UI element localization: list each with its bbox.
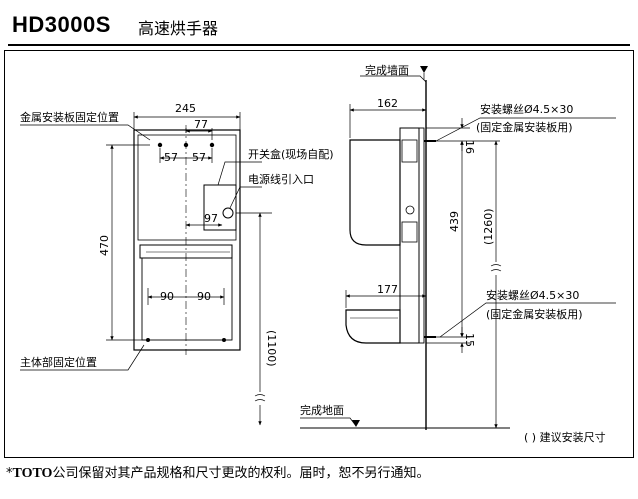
side-lower-tray: [345, 309, 401, 344]
front-view: 金属安装板固定位置 主体部固定位置 开关盒(现场自配) 电源线引入口 245 7…: [20, 102, 334, 426]
power-entry-hole: [222, 207, 234, 219]
dim-width-value: 245: [175, 102, 196, 115]
dim-hole-left-value: 57: [164, 151, 178, 164]
floor-label: 完成地面: [300, 403, 344, 417]
dim-plate-offset: [185, 128, 213, 140]
wall-marker: [420, 66, 428, 73]
title-rule: [8, 44, 630, 46]
leader-screw-bottom: [439, 302, 616, 338]
dim-total-height: [490, 140, 502, 429]
wall-label: 完成墙面: [365, 63, 409, 77]
footer-disclaimer: *TOTO公司保留对其产品规格和尺寸更改的权利。届时，恕不另行通知。: [6, 462, 429, 482]
leader-plate: [20, 124, 151, 141]
brand-name: TOTO: [12, 466, 53, 481]
product-name: 高速烘手器: [138, 19, 219, 38]
dim-floor-height: [236, 212, 272, 426]
leader-screw-top: [435, 117, 616, 142]
power-entry-label: 电源线引入口: [248, 172, 314, 186]
dim-bottom-offset: [426, 327, 470, 353]
side-box-lower: [401, 221, 418, 243]
footer-asterisk: *: [6, 466, 13, 481]
dim-bottom-offset-value: 15: [463, 333, 476, 347]
side-upper-body: [349, 139, 401, 246]
dim-hole-right-value: 57: [192, 151, 206, 164]
dim-width: [133, 112, 241, 130]
screw-bottom-sub: (固定金属安装板用): [486, 307, 583, 321]
floor-leader: [300, 417, 357, 427]
side-mount-plate: [418, 127, 425, 344]
mount-plate-holes: [157, 142, 215, 148]
screw-top-label: 安装螺丝Ø4.5×30: [480, 102, 573, 116]
dim-depth-bottom: [345, 290, 427, 308]
dim-fix-spacing-value: 439: [448, 211, 461, 232]
dim-plate-offset-value: 77: [194, 118, 208, 131]
side-box-upper: [401, 139, 418, 163]
body-fix-holes: [146, 338, 226, 342]
dim-depth-top: [349, 104, 427, 138]
dim-floor-height-value: (1100): [265, 330, 278, 367]
switch-box-label: 开关盒(现场自配): [248, 147, 334, 161]
screw-bottom-label: 安装螺丝Ø4.5×30: [486, 288, 579, 302]
title-bar: HD3000S 高速烘手器: [8, 10, 630, 46]
front-upper-unit: [137, 134, 237, 241]
dim-depth-top-value: 162: [377, 97, 398, 110]
switch-box: [203, 184, 237, 231]
leader-body-fix: [20, 344, 145, 371]
side-back-column: [399, 127, 420, 344]
dim-depth-bottom-value: 177: [377, 283, 398, 296]
screw-top-sub: (固定金属安装板用): [476, 120, 573, 134]
dim-total-height-value: (1260): [482, 208, 495, 245]
dim-slot: [147, 288, 225, 305]
dim-slot-left-value: 90: [160, 290, 174, 303]
drawing-frame: [4, 50, 634, 458]
side-power-hole: [405, 205, 415, 215]
mount-plate-position-label: 金属安装板固定位置: [20, 110, 119, 124]
leader-switch: [217, 161, 262, 186]
dim-height-value: 470: [98, 235, 111, 256]
dim-height: [106, 144, 150, 341]
dim-slot-right-value: 90: [197, 290, 211, 303]
side-view: 完成墙面 完成地面 安装螺丝Ø4.5×30 (固定金属安装板用) 安装螺丝Ø4.…: [300, 63, 616, 444]
model-number: HD3000S: [12, 12, 111, 37]
floor-marker: [352, 420, 360, 427]
leader-power: [229, 186, 262, 209]
dim-hole-spacing: [159, 148, 213, 163]
dim-cable-offset-value: 97: [204, 212, 218, 225]
front-lower-unit: [141, 257, 233, 341]
dim-top-offset-value: 16: [463, 140, 476, 154]
legend-note: ( ) 建议安装尺寸: [524, 430, 606, 444]
body-fix-position-label: 主体部固定位置: [20, 355, 97, 369]
disclaimer-text: 公司保留对其产品规格和尺寸更改的权利。届时，恕不另行通知。: [52, 466, 430, 481]
